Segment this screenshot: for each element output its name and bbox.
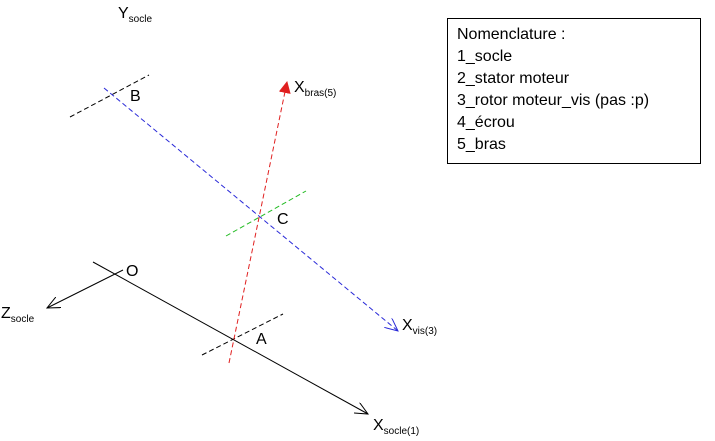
perpendicular-mark-b [69, 74, 150, 118]
nomenclature-item: 2_stator moteur [457, 70, 570, 87]
z-socle-label: Zsocle [1, 305, 35, 325]
nomenclature-item: 1_socle [457, 48, 513, 65]
perpendicular-mark-a [201, 313, 284, 356]
x-vis-axis [103, 87, 398, 331]
nomenclature-title: Nomenclature : [457, 26, 566, 43]
nomenclature-box: Nomenclature : 1_socle 2_stator moteur 3… [447, 18, 701, 164]
z-socle-axis [47, 269, 124, 308]
point-b-label: B [130, 88, 141, 105]
point-a-label: A [256, 331, 267, 348]
point-o-label: O [126, 263, 139, 280]
nomenclature-item: 5_bras [457, 136, 506, 153]
x-vis-label: Xvis(3) [402, 317, 438, 337]
perpendicular-mark-c [225, 190, 307, 237]
point-c-label: C [277, 211, 289, 228]
nomenclature-item: 3_rotor moteur_vis (pas :p) [457, 92, 650, 109]
y-socle-label: Ysocle [118, 5, 153, 25]
x-socle-axis [92, 261, 368, 414]
x-socle-label: Xsocle(1) [373, 417, 420, 437]
x-bras-label: Xbras(5) [294, 79, 337, 99]
nomenclature-item: 4_écrou [457, 114, 515, 131]
